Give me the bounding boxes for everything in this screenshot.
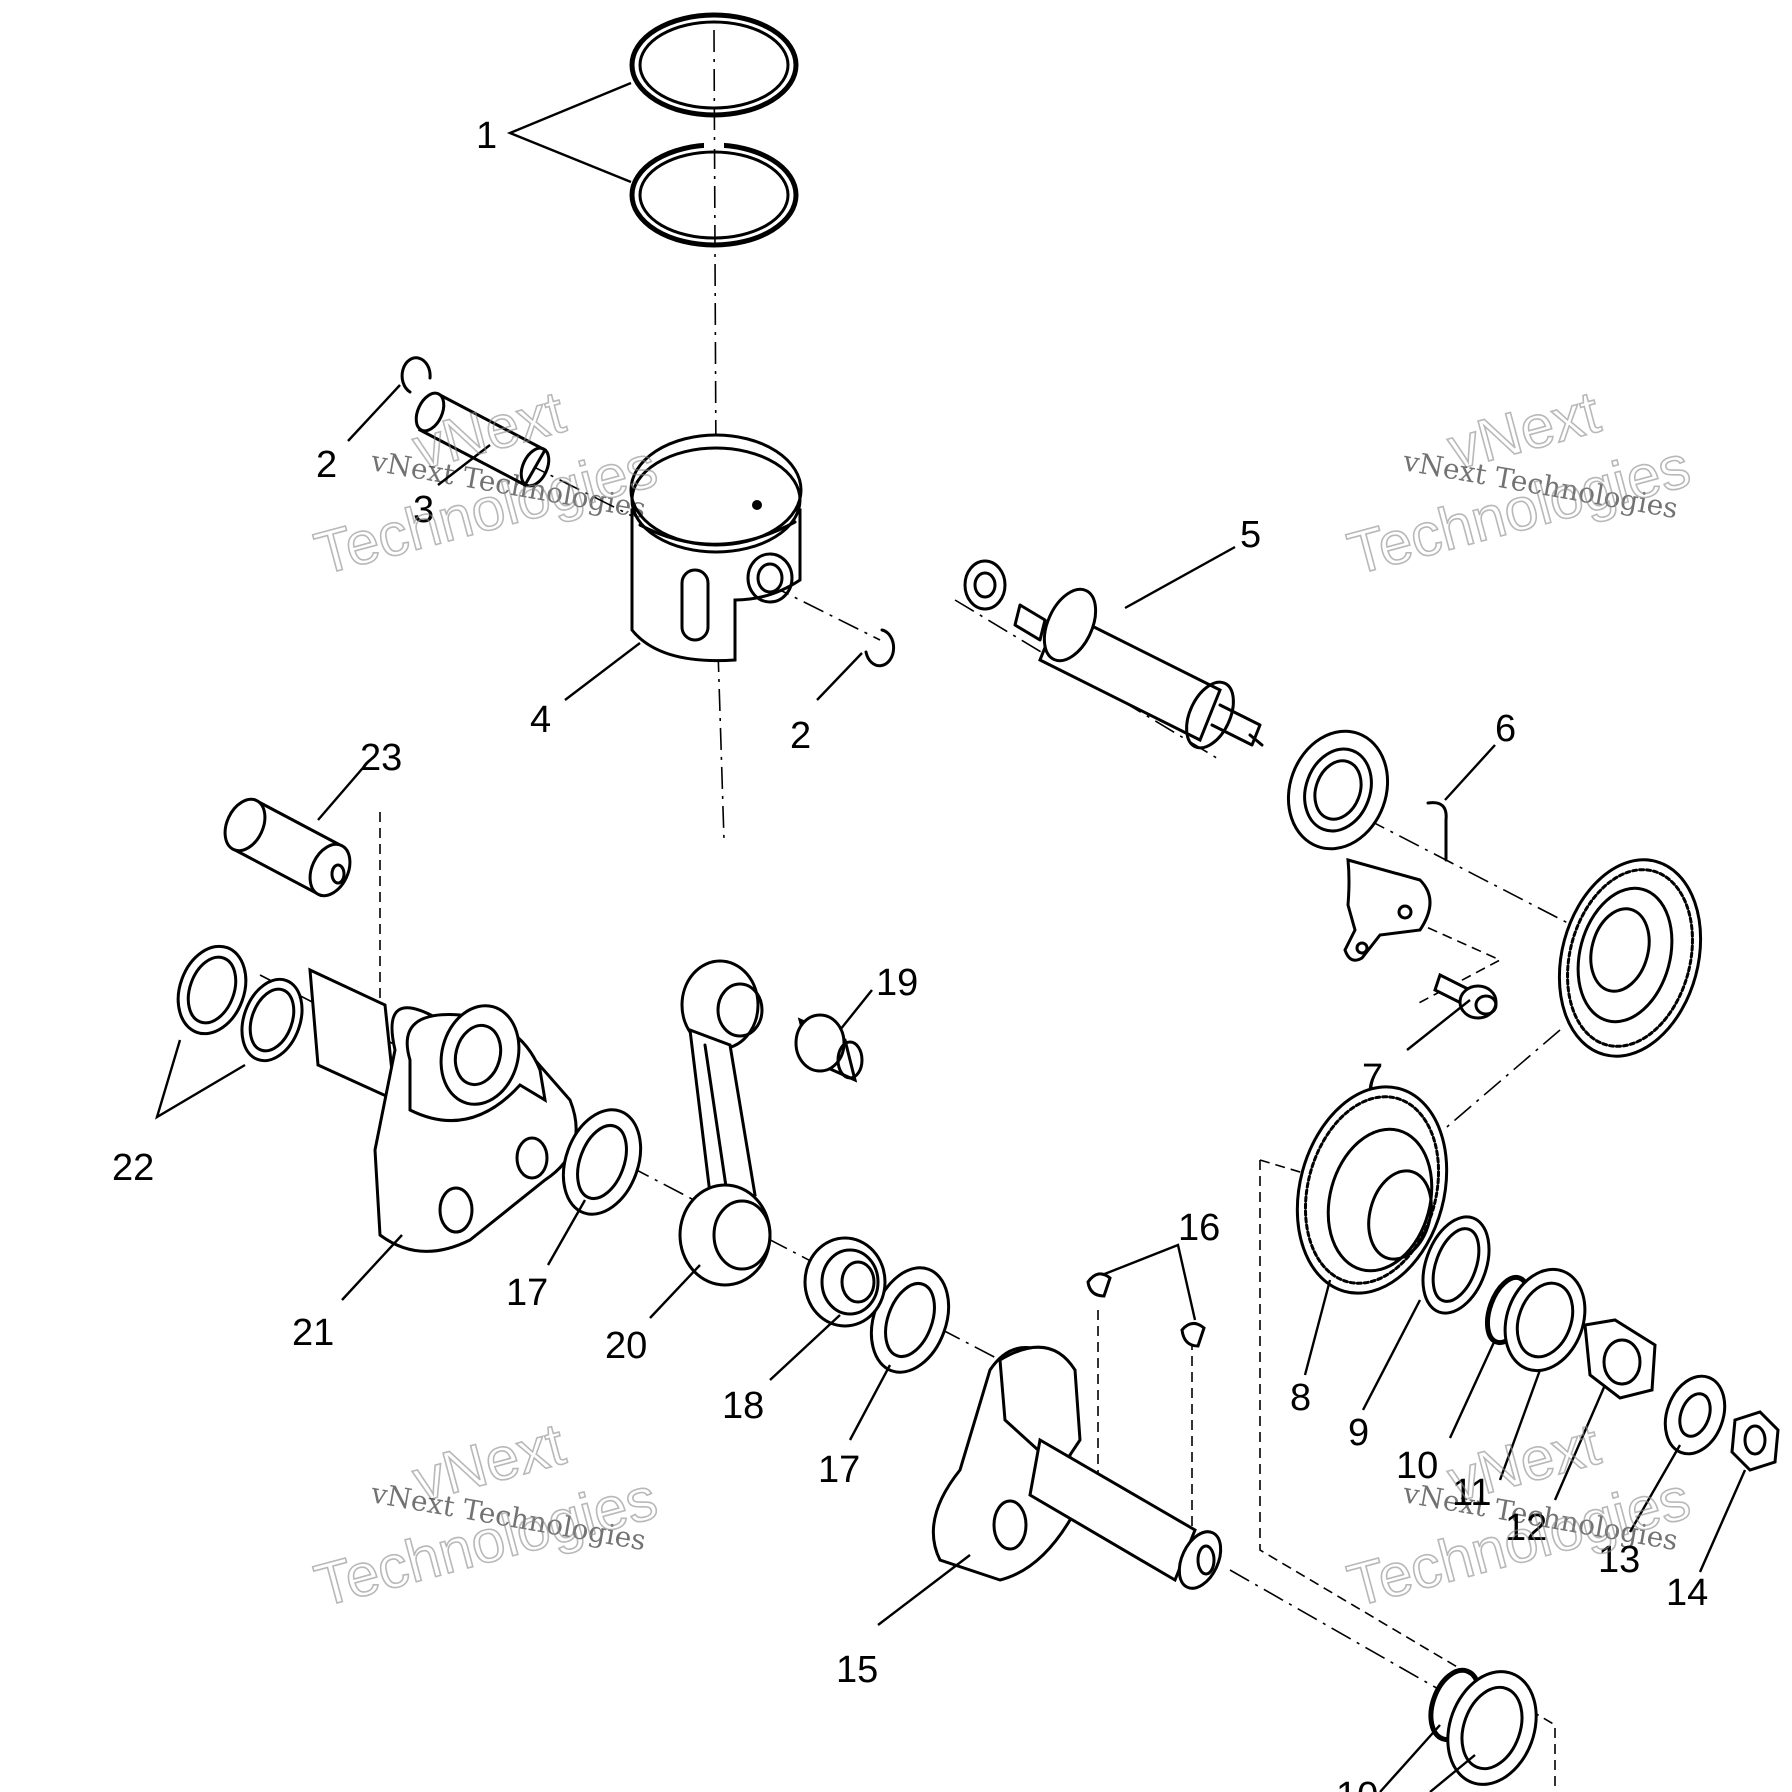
circlips — [400, 356, 896, 668]
right-crankshaft-half — [931, 1345, 1223, 1590]
big-end-needle-bearing — [803, 1236, 887, 1328]
callout-15: 15 — [836, 1649, 878, 1691]
watermark-bottom-right: vNext vNext Technologies Technologies — [1340, 1409, 1697, 1620]
piston — [629, 433, 803, 663]
callout-13: 13 — [1598, 1539, 1640, 1581]
lower-seal-assembly — [1428, 1667, 1538, 1786]
callout-6: 6 — [1495, 708, 1516, 750]
balancer-gear — [1557, 858, 1703, 1058]
callout-20: 20 — [605, 1325, 647, 1367]
callout-7: 7 — [1362, 1057, 1383, 1099]
callout-17-left: 17 — [506, 1272, 548, 1314]
callout-16: 16 — [1178, 1207, 1220, 1249]
piston-rings — [629, 12, 799, 248]
callout-23: 23 — [360, 737, 402, 779]
callout-21: 21 — [292, 1312, 334, 1354]
crank-end-hardware — [1421, 1215, 1780, 1472]
callout-1: 1 — [476, 115, 497, 157]
connecting-rod — [678, 959, 772, 1287]
callout-12: 12 — [1505, 1507, 1547, 1549]
callout-2-right: 2 — [790, 715, 811, 757]
callout-2-left: 2 — [316, 444, 337, 486]
lock-plate — [1343, 801, 1448, 962]
crank-gear — [1295, 1085, 1449, 1295]
callout-22: 22 — [112, 1147, 154, 1189]
callout-4: 4 — [530, 699, 551, 741]
leader-lines — [154, 81, 1747, 1792]
callout-18: 18 — [722, 1385, 764, 1427]
callout-labels: 1 2 3 4 2 5 6 7 23 19 22 17 21 20 18 17 … — [112, 115, 1708, 1792]
balancer-shaft — [963, 559, 1264, 750]
callout-17-right: 17 — [818, 1449, 860, 1491]
callout-8: 8 — [1290, 1377, 1311, 1419]
callout-19: 19 — [876, 962, 918, 1004]
callout-14: 14 — [1666, 1572, 1708, 1614]
small-end-needle-bearing — [794, 1013, 864, 1083]
callout-5: 5 — [1240, 514, 1261, 556]
callout-10: 10 — [1396, 1445, 1438, 1487]
watermark-bottom-left: vNext vNext Technologies Technologies — [307, 1409, 664, 1620]
watermark-top-left: vNext vNext Technologies Technologies — [307, 377, 664, 588]
callout-9: 9 — [1348, 1412, 1369, 1454]
callout-3: 3 — [413, 489, 434, 531]
wrist-pin — [414, 391, 551, 488]
callout-10-bottom: 10 — [1336, 1775, 1378, 1792]
callout-11: 11 — [1452, 1472, 1491, 1514]
watermark-top-right: vNext vNext Technologies Technologies — [1340, 377, 1697, 588]
bolt — [1433, 972, 1498, 1020]
thrust-washer-left — [561, 1108, 643, 1216]
crank-pin — [223, 797, 352, 898]
ball-bearing — [1286, 729, 1390, 851]
woodruff-keys — [1086, 1272, 1206, 1348]
oil-seals — [176, 944, 304, 1063]
left-crankshaft-half — [308, 967, 578, 1253]
